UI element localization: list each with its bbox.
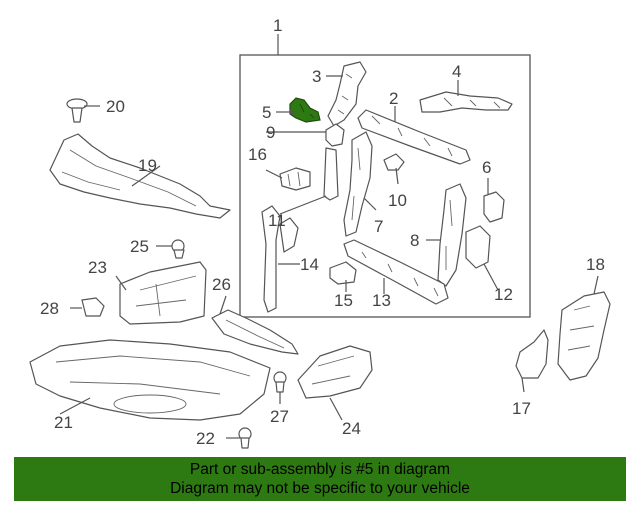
callout-28: 28 (40, 299, 59, 318)
callout-15: 15 (334, 291, 353, 310)
part-19[interactable] (49, 133, 231, 219)
part-23[interactable] (119, 261, 207, 325)
callout-16: 16 (248, 145, 267, 164)
part-27[interactable] (273, 371, 287, 393)
part-3[interactable] (327, 61, 367, 127)
callout-5: 5 (262, 103, 271, 122)
callout-2: 2 (389, 89, 398, 108)
callout-25: 25 (130, 237, 149, 256)
callout-6: 6 (482, 158, 491, 177)
info-banner: Part or sub-assembly is #5 in diagram Di… (14, 457, 626, 501)
callout-17: 17 (512, 399, 531, 418)
part-11[interactable] (323, 147, 339, 201)
part-10[interactable] (383, 153, 405, 171)
part-25[interactable] (171, 239, 185, 259)
part-15[interactable] (329, 261, 357, 285)
callout-1: 1 (273, 16, 282, 35)
callout-11: 11 (268, 211, 286, 230)
banner-line-2: Diagram may not be specific to your vehi… (170, 480, 470, 497)
callout-7: 7 (374, 217, 383, 236)
callout-9: 9 (266, 123, 275, 142)
callout-23: 23 (88, 258, 107, 277)
banner-line-1: Part or sub-assembly is #5 in diagram (189, 461, 451, 478)
part-9[interactable] (325, 123, 345, 147)
part-5-highlighted[interactable] (289, 97, 321, 123)
part-14[interactable] (261, 205, 299, 313)
part-17[interactable] (515, 329, 549, 379)
callout-21: 21 (54, 413, 73, 432)
part-4[interactable] (419, 91, 513, 113)
callout-8: 8 (410, 231, 419, 250)
callout-10: 10 (388, 191, 407, 210)
callout-3: 3 (312, 67, 321, 86)
part-13[interactable] (343, 239, 449, 305)
callout-22: 22 (196, 429, 215, 448)
part-16[interactable] (279, 167, 311, 191)
callout-26: 26 (212, 275, 231, 294)
part-28[interactable] (81, 297, 105, 317)
callout-12: 12 (494, 285, 513, 304)
callout-4: 4 (452, 62, 461, 81)
callout-14: 14 (300, 255, 319, 274)
part-12[interactable] (465, 225, 491, 269)
callout-19: 19 (138, 156, 157, 175)
part-7[interactable] (343, 131, 373, 237)
parts-diagram: 1 2 3 4 5 6 7 8 9 10 11 12 13 14 15 16 1… (29, 16, 611, 449)
callout-20: 20 (106, 97, 125, 116)
callout-13: 13 (372, 291, 391, 310)
part-8[interactable] (437, 183, 467, 287)
callout-18: 18 (586, 255, 605, 274)
part-2[interactable] (357, 109, 471, 165)
part-24[interactable] (297, 345, 373, 399)
part-21[interactable] (29, 339, 271, 421)
assembly-box (239, 54, 531, 318)
part-26[interactable] (211, 309, 299, 355)
part-6[interactable] (483, 191, 505, 223)
part-22[interactable] (238, 427, 252, 449)
callout-24: 24 (342, 419, 361, 438)
part-18[interactable] (557, 291, 611, 381)
callout-27: 27 (270, 407, 289, 426)
part-20[interactable] (66, 98, 88, 123)
